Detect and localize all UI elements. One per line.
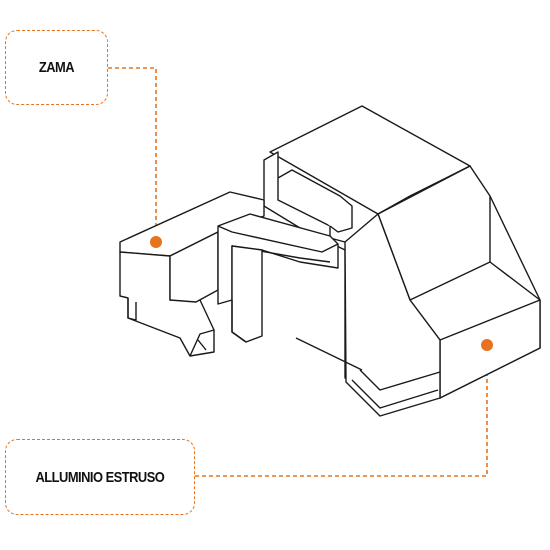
zama-slot-block	[169, 231, 219, 303]
profile-front-arch	[344, 213, 441, 417]
marker-dot-alluminio	[481, 339, 493, 351]
zama-insert	[119, 191, 339, 357]
callout-alluminio: ALLUMINIO ESTRUSO	[5, 439, 195, 515]
zama-rib	[189, 329, 215, 357]
zama-leg-front	[231, 300, 247, 343]
zama-side-notch	[119, 295, 137, 321]
profile-lower-rail-2	[351, 379, 439, 409]
zama-slider-cap	[217, 213, 339, 305]
callout-zama-label: ZAMA	[38, 59, 75, 76]
marker-dots	[150, 236, 493, 351]
leader-line-alluminio	[195, 345, 488, 477]
callout-alluminio-label: ALLUMINIO ESTRUSO	[35, 468, 165, 486]
zama-rib-2	[197, 339, 207, 351]
profile-edge-1	[377, 165, 471, 215]
zama-slider-top	[217, 225, 339, 253]
profile-lower-rail	[359, 369, 441, 391]
leader-lines	[108, 67, 488, 477]
marker-dot-zama	[150, 236, 162, 248]
profile-bottom-line	[295, 337, 363, 371]
profile-arch-inner	[277, 169, 353, 233]
zama-leg	[231, 245, 263, 343]
callout-zama: ZAMA	[5, 30, 108, 105]
leader-line-zama	[108, 67, 157, 240]
